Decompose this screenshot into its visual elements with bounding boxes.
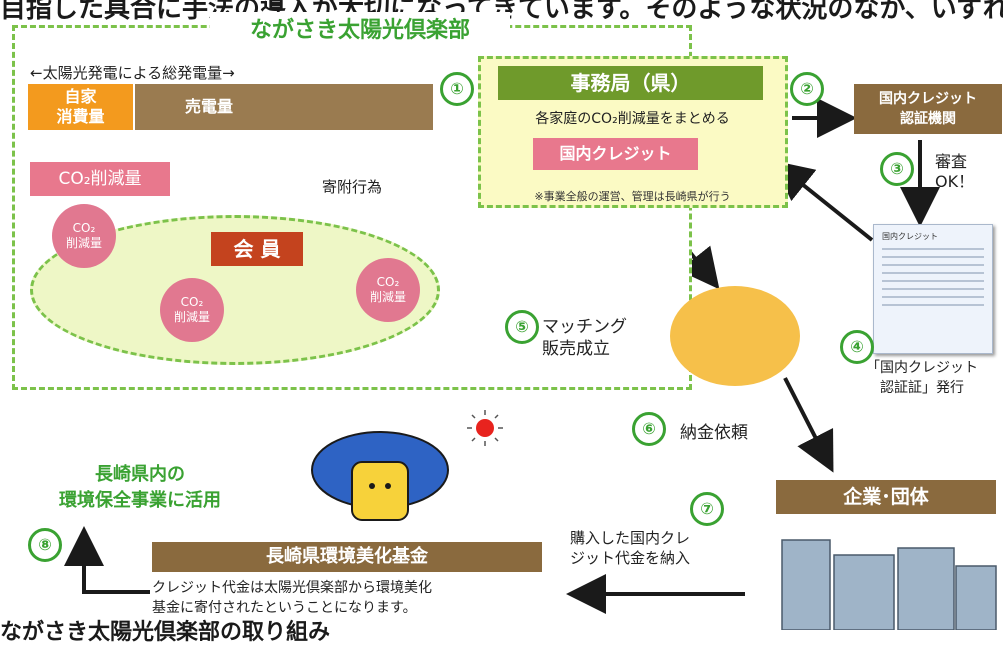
- step-4: ④: [840, 330, 874, 364]
- solar-club-title: ながさき太陽光倶楽部: [210, 12, 510, 44]
- office-note: ※事業全般の運営、管理は長崎県が行う: [534, 190, 731, 203]
- fund-box: 長崎県環境美化基金: [152, 542, 542, 572]
- bottom-cut-text: ながさき太陽光倶楽部の取り組み: [0, 620, 331, 645]
- certificate-title: 国内クレジット: [882, 232, 938, 241]
- fund-note: クレジット代金は太陽光倶楽部から環境美化 基金に寄付されたということになります。: [152, 580, 432, 616]
- environment-use-label: 長崎県内の 環境保全事業に活用: [59, 464, 221, 511]
- office-title: 事務局（県）: [498, 66, 763, 100]
- co2-bubble: CO₂ 削減量: [160, 278, 224, 342]
- office-subtitle: 各家庭のCO₂削減量をまとめる: [535, 111, 730, 127]
- co2-bubble: CO₂ 削減量: [356, 258, 420, 322]
- company-box: 企業･団体: [776, 480, 996, 514]
- step-3: ③: [880, 152, 914, 186]
- review-ok-label: 審査 OK！: [935, 152, 975, 191]
- members-label: 会 員: [211, 232, 303, 266]
- purchase-label: 購入した国内クレ ジット代金を納入: [570, 529, 691, 567]
- sold-power-box: 売電量: [135, 84, 433, 130]
- certificate-issue-label: 「国内クレジット 認証証」発行: [866, 360, 978, 396]
- handshake-icon: [670, 286, 800, 386]
- step-5: ⑤: [505, 310, 539, 344]
- domestic-credit-box: 国内クレジット: [533, 138, 698, 170]
- self-consumption-box: 自家 消費量: [28, 84, 133, 130]
- total-generation-label: ←太陽光発電による総発電量→: [30, 64, 235, 82]
- step-2: ②: [790, 72, 824, 106]
- co2-bubble: CO₂ 削減量: [52, 204, 116, 268]
- mascot-illustration: [311, 431, 449, 521]
- step-6: ⑥: [632, 412, 666, 446]
- co2-reduction-box: CO₂削減量: [30, 162, 170, 196]
- step-1: ①: [440, 72, 474, 106]
- step-7: ⑦: [690, 492, 724, 526]
- donation-label: 寄附行為: [322, 178, 383, 196]
- sun-icon: [467, 410, 503, 446]
- certification-body-box: 国内クレジット 認証機関: [854, 84, 1002, 134]
- matching-label: マッチング 販売成立: [542, 317, 627, 359]
- payment-request-label: 納金依頼: [680, 423, 748, 443]
- buildings-icon: [781, 539, 997, 630]
- step-8: ⑧: [28, 528, 62, 562]
- certificate-document: 国内クレジット: [873, 224, 993, 354]
